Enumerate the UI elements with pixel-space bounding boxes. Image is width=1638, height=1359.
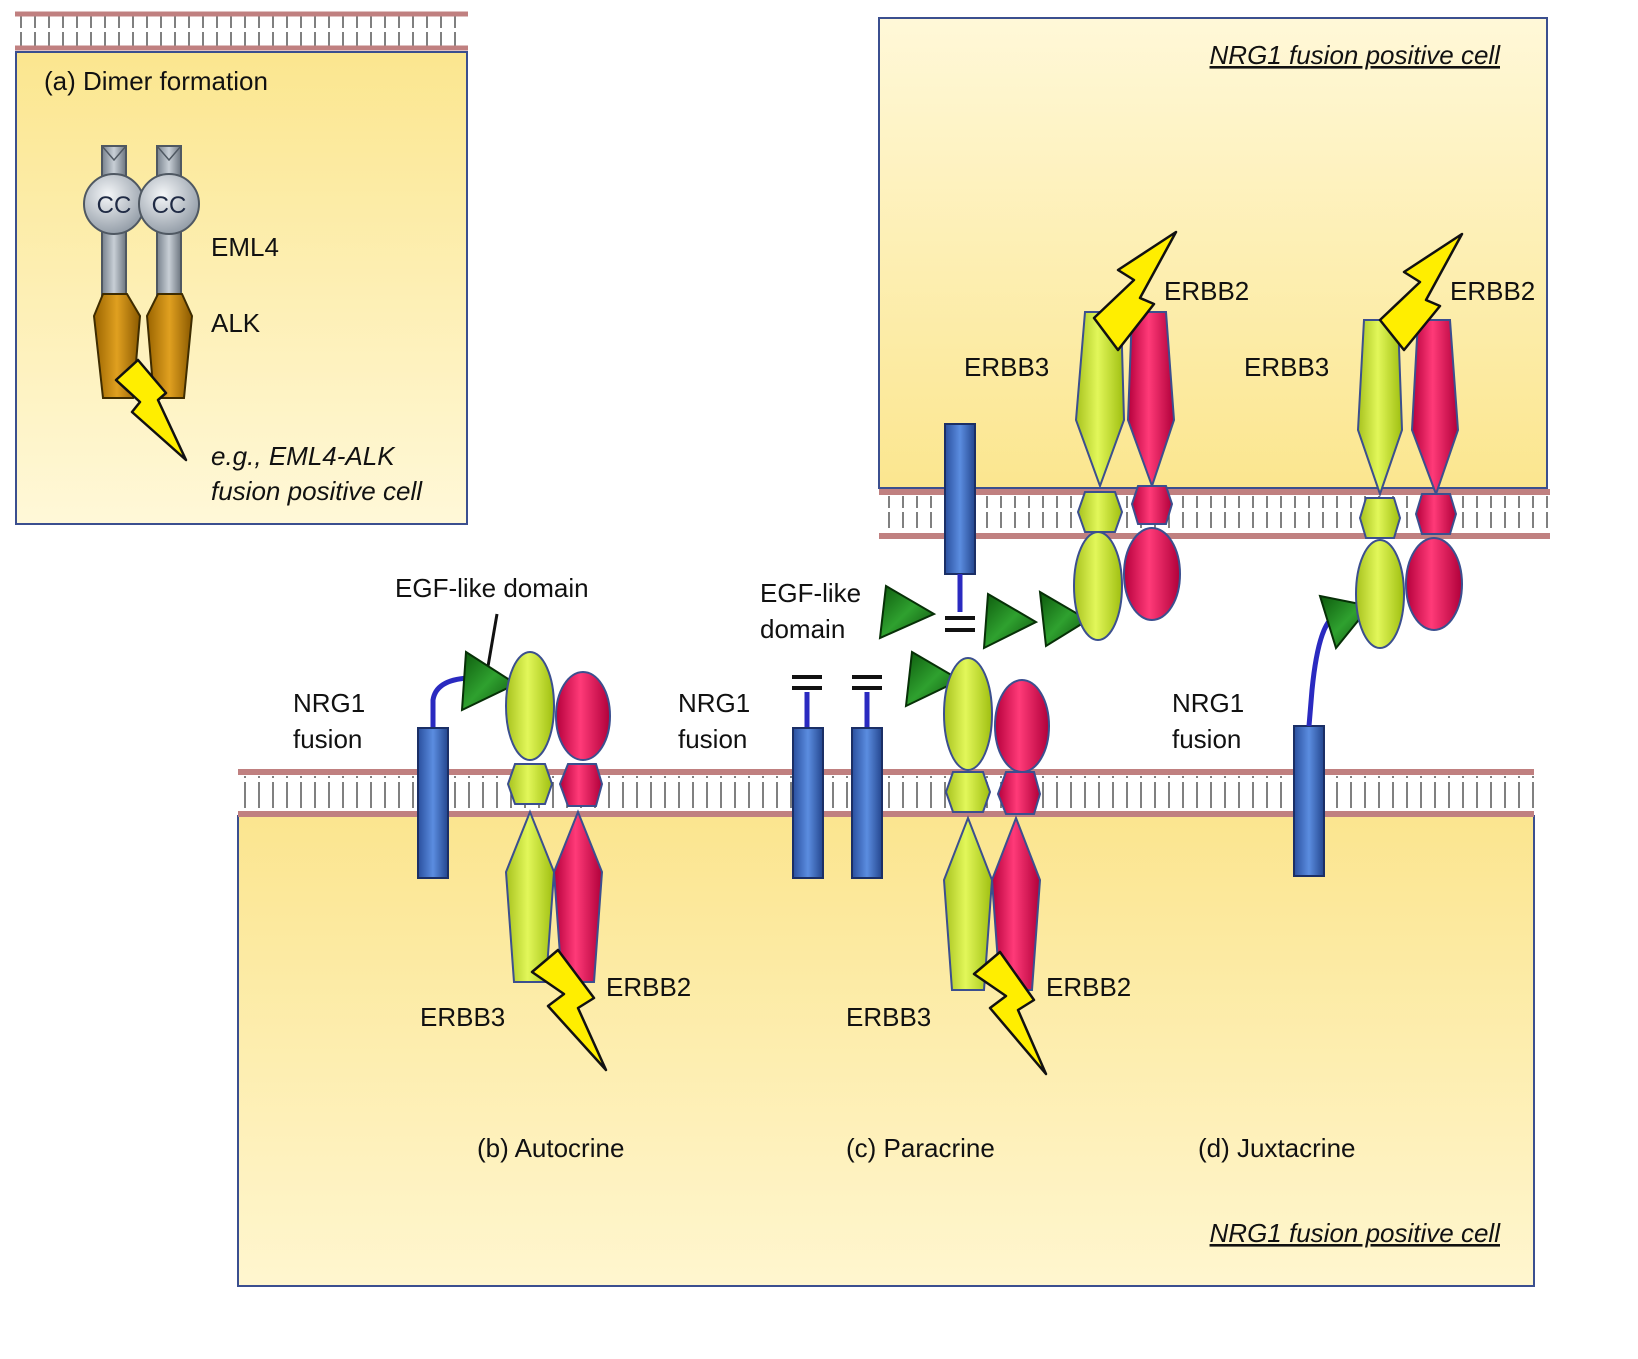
autocrine-egf-label: EGF-like domain (395, 573, 589, 603)
juxtacrine-nrg1-label-1: NRG1 (1172, 688, 1244, 718)
juxtacrine-erbb3 (1355, 319, 1405, 649)
cc-left-label: CC (97, 192, 132, 219)
eml4-protein: CC CC (83, 145, 200, 297)
lightning-icon (1092, 230, 1178, 352)
top-paracrine-erbb2 (1123, 311, 1181, 621)
cc-domain-right (138, 173, 200, 235)
egf-domain-triangle (982, 592, 1039, 650)
paracrine-erbb3-label: ERBB3 (846, 1002, 931, 1032)
alk-label: ALK (211, 308, 261, 338)
nrg1-fusion-bar (417, 727, 449, 879)
panel-a: (a) Dimer formation CC CC EML4 ALK e.g.,… (15, 11, 468, 525)
panel-a-caption-2: fusion positive cell (211, 476, 423, 506)
autocrine-erbb2-label: ERBB2 (606, 972, 691, 1002)
autocrine-caption: (b) Autocrine (477, 1133, 624, 1163)
autocrine-erbb3 (504, 651, 556, 983)
nrg1-linker (430, 675, 469, 728)
autocrine-erbb2 (552, 671, 611, 983)
juxtacrine-erbb2 (1405, 319, 1463, 631)
juxtacrine-erbb2-label: ERBB2 (1450, 276, 1535, 306)
top-paracrine-erbb2-label: ERBB2 (1164, 276, 1249, 306)
egf-domain-triangle (904, 650, 963, 708)
lightning-icon (114, 358, 188, 462)
paracrine-nrg1-label-2: fusion (678, 724, 747, 754)
bottom-cell-label: NRG1 fusion positive cell (1210, 1218, 1502, 1248)
egf-domain-triangle (878, 584, 937, 640)
paracrine-panel: EGF-like domain NRG1 fusion (678, 230, 1249, 1163)
paracrine-erbb2 (990, 679, 1050, 991)
paracrine-erbb3 (942, 657, 994, 991)
panel-a-cell (15, 51, 468, 525)
lightning-icon (530, 948, 608, 1072)
panel-a-title: (a) Dimer formation (44, 66, 268, 96)
paracrine-egf-label-1: EGF-like (760, 578, 861, 608)
cc-right-label: CC (152, 192, 187, 219)
top-cell-label: NRG1 fusion positive cell (1210, 40, 1502, 70)
paracrine-erbb2-label: ERBB2 (1046, 972, 1131, 1002)
nrg1-cleaved-stub-2 (851, 675, 883, 879)
nrg1-linker (1306, 616, 1334, 727)
eml4-label: EML4 (211, 232, 279, 262)
juxtacrine-panel: NRG1 fusion ERBB3 ERBB2 (d) Juxtacrine (1172, 232, 1535, 1163)
autocrine-panel: EGF-like domain NRG1 fusion ERBB3 ERBB2 … (293, 573, 691, 1163)
juxtacrine-nrg1-label-2: fusion (1172, 724, 1241, 754)
paracrine-caption: (c) Paracrine (846, 1133, 995, 1163)
panel-a-caption-1: e.g., EML4-ALK (211, 441, 396, 471)
paracrine-nrg1-label-1: NRG1 (678, 688, 750, 718)
nrg1-cleaved-stub-top (944, 423, 976, 632)
nrg1-cleaved-stub-1 (792, 675, 824, 879)
lightning-icon (1378, 232, 1464, 352)
autocrine-erbb3-label: ERBB3 (420, 1002, 505, 1032)
panel-a-membrane (15, 11, 468, 51)
egf-domain-triangle (460, 650, 519, 712)
bottom-cell: NRG1 fusion positive cell (237, 769, 1535, 1287)
bottom-cell-body (237, 815, 1535, 1287)
top-paracrine-erbb3-label: ERBB3 (964, 352, 1049, 382)
autocrine-nrg1-label-1: NRG1 (293, 688, 365, 718)
lightning-icon (972, 950, 1048, 1076)
nrg1-fusion-bar (1293, 725, 1325, 877)
autocrine-nrg1-label-2: fusion (293, 724, 362, 754)
egf-domain-triangle (1038, 590, 1090, 648)
juxtacrine-erbb3-label: ERBB3 (1244, 352, 1329, 382)
juxtacrine-caption: (d) Juxtacrine (1198, 1133, 1356, 1163)
paracrine-egf-label-2: domain (760, 614, 845, 644)
